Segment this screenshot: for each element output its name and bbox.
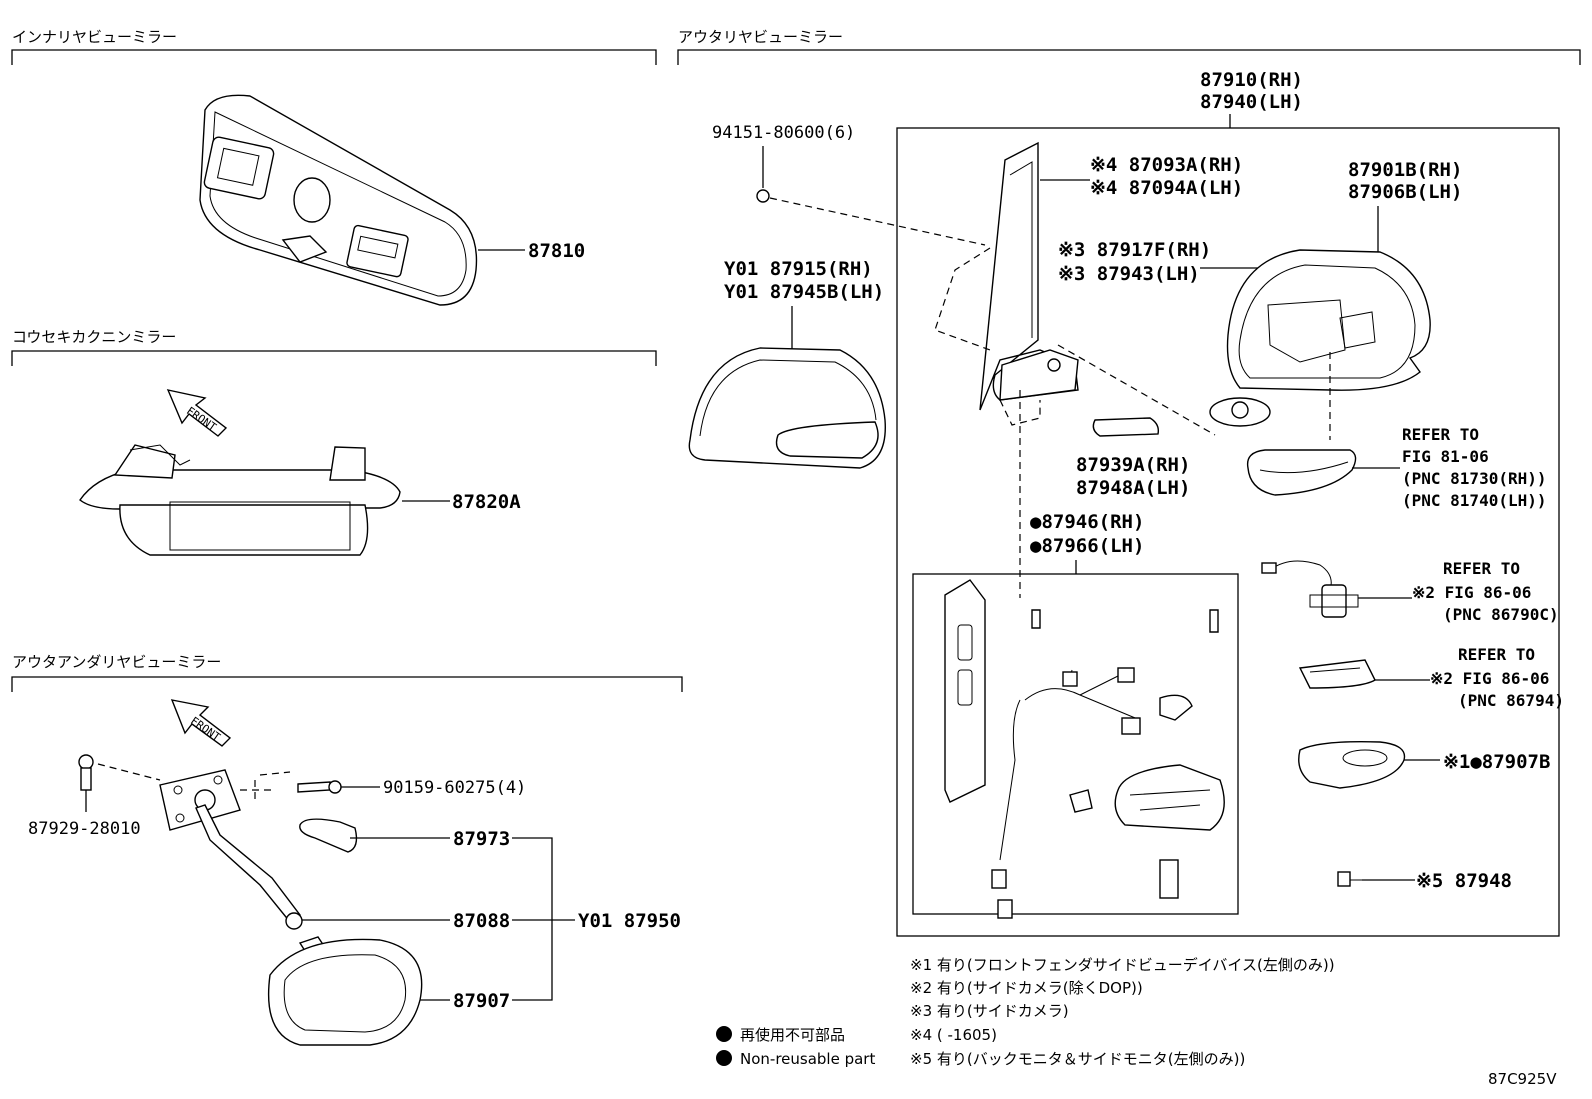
screw-94151 [756,189,770,203]
section-title-cowl-mirror: コウセキカクニンミラー [12,328,176,346]
bolt-87929 [78,754,94,791]
legend-jp: 再使用不可部品 [740,1026,845,1044]
dash-87929 [97,763,161,781]
label-87093a: ※4 87093A(RH) [1090,154,1243,176]
note-2: ※2 有り(サイドカメラ(除くDOP)) [910,979,1143,997]
section-bracket-outer [677,49,1581,65]
front-arrow-outer-under: FRONT [170,699,232,747]
note-3: ※3 有り(サイドカメラ) [910,1002,1069,1020]
dash-base [934,247,1216,598]
label-87094a: ※4 87094A(LH) [1090,177,1243,199]
label-87088: 87088 [453,910,510,932]
note-4: ※4 ( -1605) [910,1026,997,1044]
label-87910: 87910(RH) [1200,69,1303,91]
label-87946: ●87946(RH) [1030,511,1144,533]
label-87943: ※3 87943(LH) [1058,263,1200,285]
label-87929: 87929-28010 [28,819,141,839]
ref-86-06b-line2: ※2 FIG 86-06 [1430,669,1549,688]
note-1: ※1 有り(フロントフェンダサイドビューデイバイス(左側のみ)) [910,956,1335,974]
label-87810: 87810 [528,240,585,262]
inner-box-87946 [912,573,1239,915]
label-87948a: 87948A(LH) [1076,477,1190,499]
cowl-mirror-illustration [79,444,401,556]
connector-87948-illustration [1337,871,1362,887]
section-title-outer-under-mirror: アウタアンダリヤビューミラー [12,653,221,671]
ref-81-06-line1: REFER TO [1402,425,1479,444]
diagram-id: 87C925V [1488,1070,1557,1088]
ref-86-06a-line3: (PNC 86790C) [1443,605,1559,624]
label-90159: 90159-60275(4) [383,778,526,798]
label-y01-87945b: Y01 87945B(LH) [724,281,884,303]
label-87820A: 87820A [452,491,521,513]
bracket-87950 [512,837,575,1001]
label-87917f: ※3 87917F(RH) [1058,239,1211,261]
mirror-housing-illustration [1226,249,1431,391]
label-87907: 87907 [453,990,510,1012]
screw-90159 [297,780,342,794]
label-87906b: 87906B(LH) [1348,181,1462,203]
ref-81-06-line2: FIG 81-06 [1402,447,1489,466]
clip-87973 [299,818,358,853]
note-5: ※5 有り(バックモニタ＆サイドモニタ(左側のみ)) [910,1050,1245,1068]
label-87901b: 87901B(RH) [1348,159,1462,181]
label-94151: 94151-80600(6) [712,123,855,143]
dash-90159 [240,771,291,800]
assembly-box-87910 [896,127,1560,937]
section-title-inner-mirror: インナリヤビューミラー [12,28,177,46]
label-87948: ※5 87948 [1416,870,1512,892]
side-view-device-illustration [1298,740,1406,789]
mirror-cover-illustration [688,347,886,469]
camera-cover-illustration [1298,659,1376,689]
label-87966: ●87966(LH) [1030,535,1144,557]
clip-87939a-illustration [1092,417,1160,437]
ref-86-06a-line2: ※2 FIG 86-06 [1412,583,1531,602]
legend-dot-en [716,1050,732,1066]
dash-94151 [769,197,986,246]
actuator-parts-illustration [944,579,1225,919]
label-87973: 87973 [453,828,510,850]
motor-small-illustration [1209,397,1271,427]
outer-under-mirror-illustration [159,769,423,1046]
label-87940: 87940(LH) [1200,91,1303,113]
ref-81-06-line4: (PNC 81740(LH)) [1402,491,1547,510]
legend-dot-jp [716,1026,732,1042]
front-arrow-cowl: FRONT [166,389,228,437]
inner-mirror-illustration [199,94,478,306]
section-bracket-inner [11,49,657,65]
section-title-outer-mirror: アウタリヤビューミラー [678,28,843,46]
section-bracket-outer-under [11,676,683,692]
camera-illustration [1261,560,1359,618]
ref-86-06b-line1: REFER TO [1458,645,1535,664]
mirror-base-illustration [979,141,1079,411]
label-y01-87915: Y01 87915(RH) [724,258,873,280]
label-87939a: 87939A(RH) [1076,454,1190,476]
turn-signal-illustration [1246,449,1357,496]
ref-86-06b-line3: (PNC 86794) [1458,691,1564,710]
ref-86-06a-line1: REFER TO [1443,559,1520,578]
legend-en: Non-reusable part [740,1050,875,1068]
label-y01-87950: Y01 87950 [578,910,681,932]
ref-81-06-line3: (PNC 81730(RH)) [1402,469,1547,488]
label-87907b: ※1●87907B [1443,751,1550,773]
section-bracket-cowl [11,350,657,366]
